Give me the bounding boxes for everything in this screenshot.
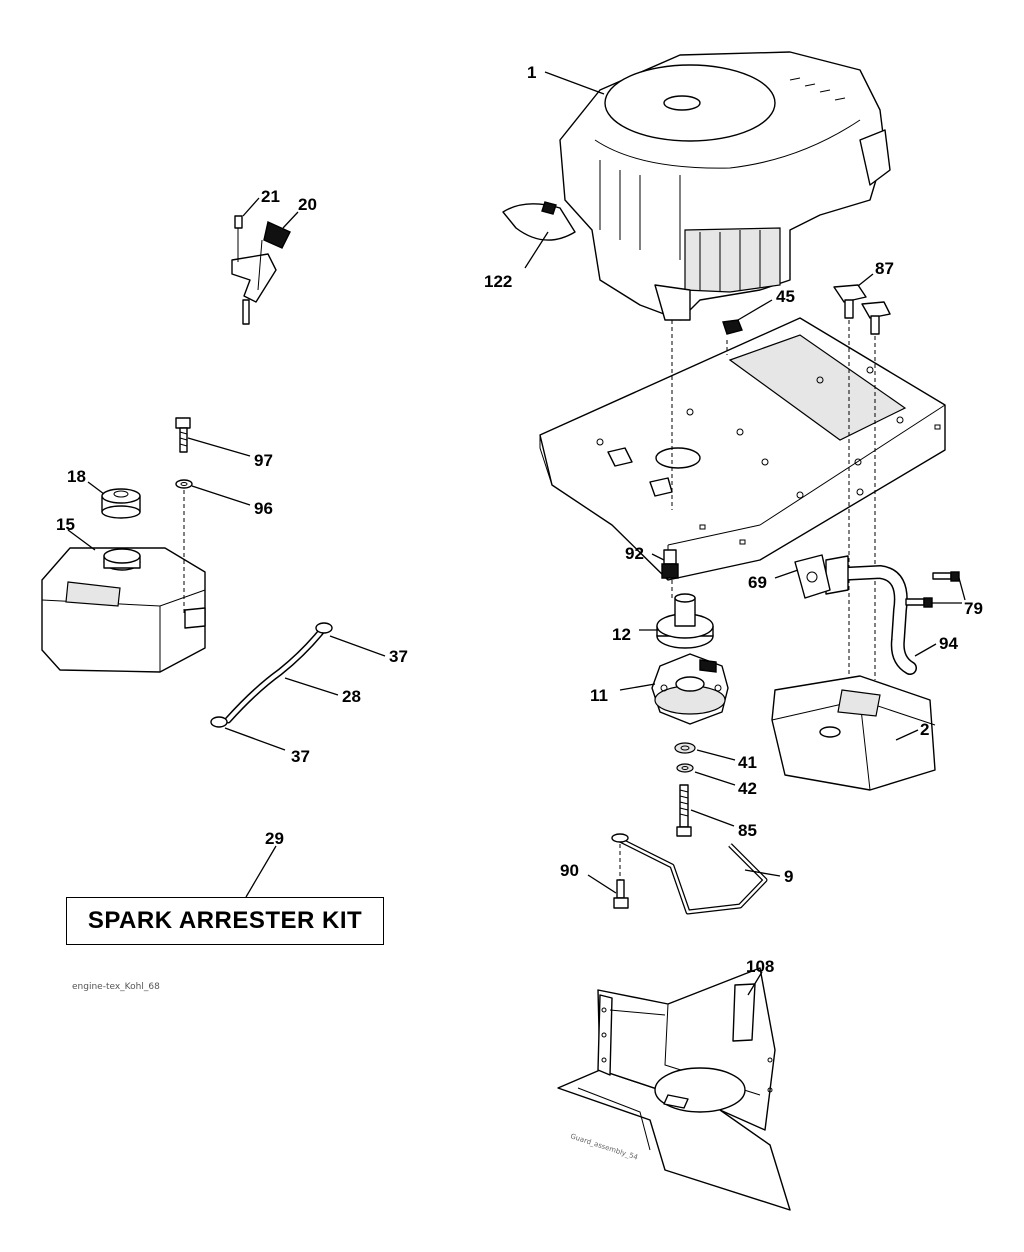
leader-37-bottom: [224, 727, 286, 751]
callout-79: 79: [964, 599, 983, 618]
diagram-reference-code: engine-tex_Kohl_68: [72, 982, 160, 992]
leader-37-top: [329, 635, 386, 657]
muffler: [771, 675, 936, 791]
exhaust-pipe: [825, 555, 917, 675]
callout-20: 20: [298, 195, 317, 214]
leader-21: [242, 197, 260, 217]
callout-92: 92: [625, 544, 644, 563]
bolt-90: [613, 879, 629, 909]
clutch-bracket-rod: [611, 833, 768, 915]
tank-washer: [175, 479, 193, 489]
breather-hose: [502, 201, 576, 241]
callout-15: 15: [56, 515, 75, 534]
callout-87: 87: [875, 259, 894, 278]
leader-18: [87, 481, 105, 495]
callout-21: 21: [261, 187, 280, 206]
callout-37-bottom: 37: [291, 747, 310, 766]
callout-97: 97: [254, 451, 273, 470]
leader-69: [774, 569, 799, 579]
callout-11: 11: [590, 686, 608, 705]
leader-28: [284, 677, 339, 696]
leader-45: [737, 299, 773, 321]
spark-arrester-kit-box: SPARK ARRESTER KIT: [66, 897, 384, 945]
engine: [559, 51, 891, 321]
callout-108: 108: [746, 957, 774, 976]
callout-37-top: 37: [389, 647, 408, 666]
leader-108: [747, 971, 763, 996]
callout-45: 45: [776, 287, 795, 306]
callout-90: 90: [560, 861, 579, 880]
callout-94: 94: [939, 634, 958, 653]
fuel-tank: [41, 547, 206, 673]
leader-29: [245, 845, 277, 898]
leader-20: [282, 211, 299, 229]
leader-2: [895, 729, 919, 741]
callout-42: 42: [738, 779, 757, 798]
callout-29: 29: [265, 829, 284, 848]
leader-97: [187, 437, 251, 457]
washer-41: [674, 742, 696, 754]
bolt-92: [661, 549, 679, 579]
pulley-12: [656, 593, 714, 649]
callout-28: 28: [342, 687, 361, 706]
callout-18: 18: [67, 467, 86, 486]
leader-96: [191, 485, 251, 506]
leader-90: [587, 874, 617, 894]
clutch-bolt-85: [676, 784, 692, 837]
leader-41: [696, 749, 736, 761]
leader-15: [67, 529, 96, 551]
callout-69: 69: [748, 573, 767, 592]
leader-122: [524, 231, 549, 269]
engine-nut: [722, 319, 743, 335]
leader-94: [914, 643, 937, 657]
leader-11: [619, 683, 656, 691]
leader-1: [544, 71, 605, 95]
electric-clutch: [651, 653, 729, 725]
frame-plate: [539, 317, 946, 581]
fuel-cap: [101, 488, 141, 519]
exhaust-bolts: [905, 571, 960, 608]
guard-assembly: Guard_assembly_54: [557, 967, 791, 1211]
callout-9: 9: [784, 867, 793, 886]
leader-87: [857, 273, 874, 287]
leader-9: [744, 869, 781, 877]
leader-92: [651, 553, 665, 561]
spark-arrester-kit-label: SPARK ARRESTER KIT: [87, 907, 363, 934]
callout-41: 41: [738, 753, 757, 772]
fuel-line: [210, 622, 333, 728]
leader-85: [690, 809, 735, 827]
callout-1: 1: [527, 63, 536, 82]
callout-12: 12: [612, 625, 631, 644]
mounting-knobs: [833, 284, 891, 335]
exhaust-gasket: [794, 554, 831, 599]
callout-85: 85: [738, 821, 757, 840]
leader-79-a: [958, 577, 966, 601]
callout-122: 122: [484, 272, 512, 291]
throttle-control: [231, 215, 291, 325]
callout-2: 2: [920, 720, 929, 739]
leader-42: [694, 771, 736, 786]
guard-reference-label: Guard_assembly_54: [569, 1132, 639, 1162]
washer-42: [676, 763, 694, 773]
tank-bolt: [175, 417, 191, 453]
callout-96: 96: [254, 499, 273, 518]
